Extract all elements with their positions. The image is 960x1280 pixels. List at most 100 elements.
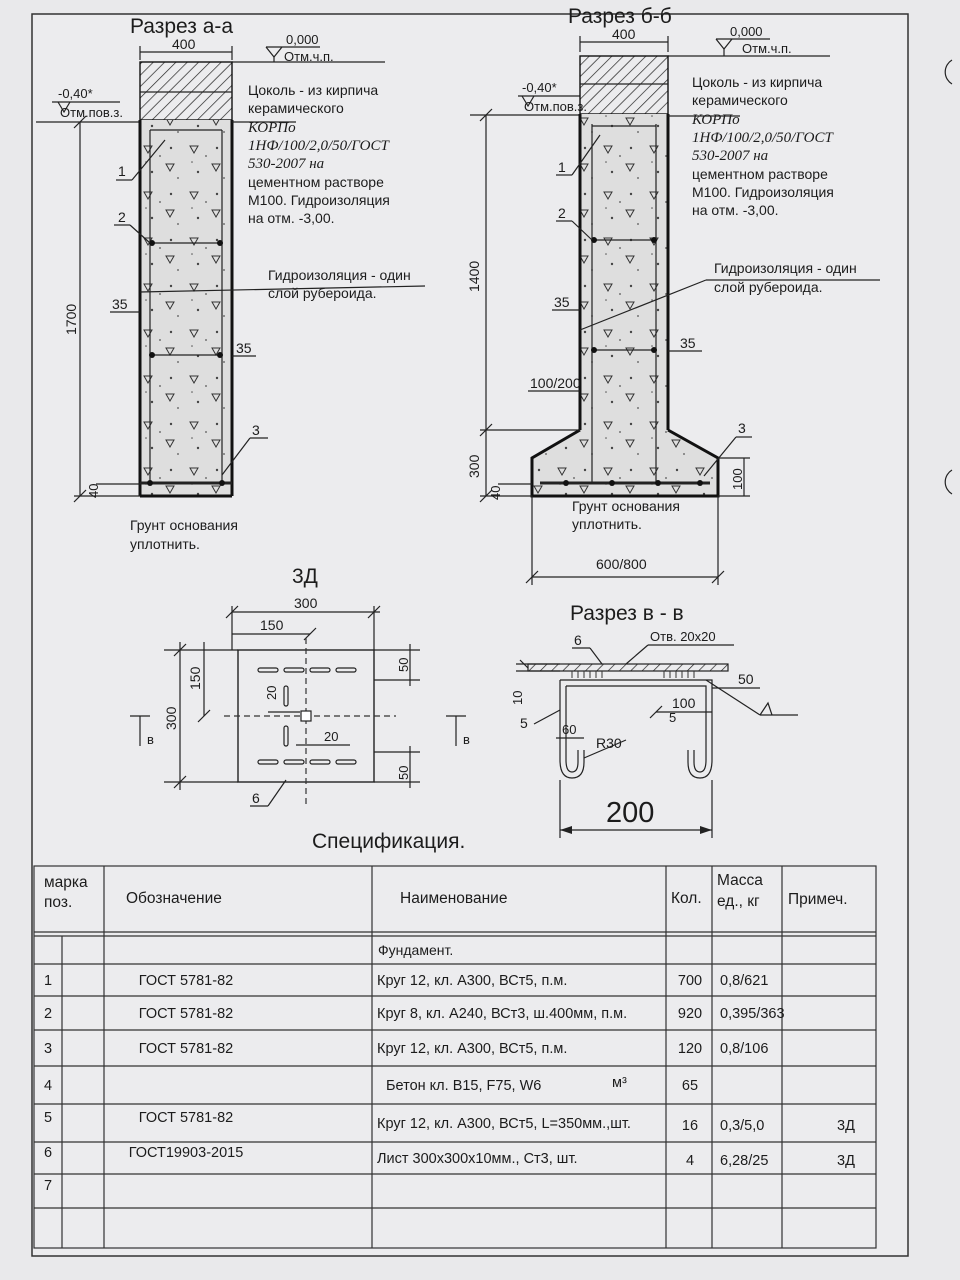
brick-plinth-a-a bbox=[139, 61, 233, 121]
mark-zero-label-a-a: Отм.ч.п. bbox=[284, 49, 334, 64]
soil-line-2-a-a: уплотнить. bbox=[130, 536, 200, 552]
cell-name: Круг 12, кл. А300, ВСт5, п.м. bbox=[377, 973, 567, 989]
concrete-wall-b-b bbox=[532, 114, 718, 496]
callout-1-a-a: 1 bbox=[118, 163, 126, 179]
mark-ground-b-b: -0,40* bbox=[522, 80, 557, 95]
tsokol-line-4-a-a: 1НФ/100/2,0/50/ГОСТ bbox=[248, 138, 390, 154]
spec-group-label: Фундамент. bbox=[378, 942, 453, 958]
cell-pos: 5 bbox=[44, 1110, 52, 1126]
dim-200-v-v: 200 bbox=[606, 797, 654, 829]
tsokol-line-7-b-b: М100. Гидроизоляция bbox=[692, 184, 834, 200]
soil-line-2-b-b: уплотнить. bbox=[572, 516, 642, 532]
header-mark-line-2: поз. bbox=[44, 894, 72, 911]
dim-150-top: 150 bbox=[260, 617, 284, 633]
dim-bottom-b-b: 40 bbox=[488, 486, 503, 500]
dim-20-horizontal: 20 bbox=[324, 729, 338, 744]
hydro-line-1-b-b: Гидроизоляция - один bbox=[714, 260, 857, 276]
callout-35-right-b-b: 35 bbox=[680, 335, 696, 351]
specification-table: марка поз. Обозначение Наименование Кол.… bbox=[33, 865, 877, 1249]
mark-ground-label-a-a: Отм.пов.з. bbox=[60, 105, 123, 120]
hole-label: Отв. 20х20 bbox=[650, 629, 716, 644]
callout-6-plate: 6 bbox=[252, 790, 260, 806]
tsokol-line-3-a-a: КОРПо bbox=[247, 120, 296, 136]
cell-qty: 920 bbox=[678, 1006, 702, 1022]
cell-designation: ГОСТ19903-2015 bbox=[129, 1145, 244, 1161]
cell-pos: 4 bbox=[44, 1078, 52, 1094]
header-mark-line-1: марка bbox=[44, 874, 88, 891]
tsokol-line-1-a-a: Цоколь - из кирпича bbox=[248, 82, 378, 98]
callout-1-b-b: 1 bbox=[558, 159, 566, 175]
mark-zero-label-b-b: Отм.ч.п. bbox=[742, 41, 792, 56]
tsokol-line-5-a-a: 530-2007 на bbox=[248, 156, 324, 172]
section-a-a: Разрез а-а 400 0,000 Отм.ч.п. -0,40* Отм… bbox=[36, 15, 426, 552]
cell-mass: 0,3/5,0 bbox=[720, 1118, 764, 1134]
dim-300-top: 300 bbox=[294, 595, 318, 611]
callout-6-v-v: 6 bbox=[574, 632, 582, 648]
dim-5-left-v-v: 5 bbox=[520, 715, 528, 731]
cell-mass: 0,395/363 bbox=[720, 1006, 785, 1022]
punch-hole-top bbox=[944, 59, 953, 85]
cell-qty: 700 bbox=[678, 973, 702, 989]
cell-pos: 1 bbox=[44, 973, 52, 989]
section-b-b-title: Разрез б-б bbox=[568, 5, 672, 28]
cell-pos: 3 bbox=[44, 1041, 52, 1057]
tsokol-line-2-a-a: керамического bbox=[248, 100, 344, 116]
dim-300-left: 300 bbox=[163, 706, 179, 730]
brick-plinth-b-b bbox=[579, 55, 669, 115]
tsokol-line-6-b-b: цементном растворе bbox=[692, 166, 828, 182]
dim-60-v-v: 60 bbox=[562, 722, 576, 737]
cell-qty: 65 bbox=[682, 1078, 698, 1094]
tsokol-line-4-b-b: 1НФ/100/2,0/50/ГОСТ bbox=[692, 130, 834, 146]
dim-height-b-b: 1400 bbox=[466, 261, 482, 292]
header-qty: Кол. bbox=[671, 890, 702, 907]
cell-note: 3Д bbox=[837, 1153, 855, 1169]
punch-hole-middle bbox=[944, 469, 953, 495]
dim-base-b-b: 600/800 bbox=[596, 556, 647, 572]
dim-150-left: 150 bbox=[187, 666, 203, 690]
tsokol-line-1-b-b: Цоколь - из кирпича bbox=[692, 74, 822, 90]
tsokol-line-5-b-b: 530-2007 на bbox=[692, 148, 768, 164]
tsokol-line-2-b-b: керамического bbox=[692, 92, 788, 108]
section-v-v: Разрез в - в 6 Отв. 20х20 50 10 5 100 5 … bbox=[510, 602, 798, 838]
cell-pos: 2 bbox=[44, 1006, 52, 1022]
cell-pos: 6 bbox=[44, 1145, 52, 1161]
dim-width-a-a: 400 bbox=[172, 36, 196, 52]
cell-name: Круг 12, кл. А300, ВСт5, п.м. bbox=[377, 1041, 567, 1057]
callout-3-b-b: 3 bbox=[738, 420, 746, 436]
tsokol-line-6-a-a: цементном растворе bbox=[248, 174, 384, 190]
dim-50-v-v: 50 bbox=[738, 671, 754, 687]
cell-name: Круг 8, кл. А240, ВСт3, ш.400мм, п.м. bbox=[377, 1006, 627, 1022]
header-designation: Обозначение bbox=[126, 890, 222, 907]
header-mass-line-2: ед., кг bbox=[717, 893, 760, 910]
spec-title: Спецификация. bbox=[312, 830, 465, 853]
cell-name: Бетон кл. В15, F75, W6 bbox=[386, 1078, 541, 1094]
dim-50-top: 50 bbox=[396, 658, 411, 672]
cell-note: 3Д bbox=[837, 1118, 855, 1134]
plate-3d-title: 3Д bbox=[292, 565, 318, 588]
plate-hole bbox=[300, 710, 312, 722]
plate-section bbox=[527, 663, 729, 672]
callout-35-left-b-b: 35 bbox=[554, 294, 570, 310]
tsokol-line-7-a-a: М100. Гидроизоляция bbox=[248, 192, 390, 208]
dim-width-b-b: 400 bbox=[612, 26, 636, 42]
cell-name: Лист 300х300х10мм., Ст3, шт. bbox=[377, 1151, 578, 1167]
dim-10-v-v: 10 bbox=[510, 691, 525, 705]
spacing-b-b: 100/200 bbox=[530, 375, 581, 391]
dim-side-b-b: 100 bbox=[730, 468, 745, 490]
section-b-b: Разрез б-б 400 0,000 Отм.ч.п. -0,40* Отм… bbox=[466, 5, 880, 585]
dim-foot-b-b: 300 bbox=[466, 454, 482, 478]
dim-100-v-v: 100 bbox=[672, 695, 696, 711]
callout-35-right-a-a: 35 bbox=[236, 340, 252, 356]
cell-qty: 16 bbox=[682, 1118, 698, 1134]
dim-height-a-a: 1700 bbox=[63, 304, 79, 335]
tsokol-line-3-b-b: КОРПо bbox=[691, 112, 740, 128]
cell-designation: ГОСТ 5781-82 bbox=[139, 1006, 233, 1022]
dim-20-vertical: 20 bbox=[264, 686, 279, 700]
cell-name: Круг 12, кл. А300, ВСт5, L=350мм.,шт. bbox=[377, 1116, 631, 1132]
cut-mark-right: в bbox=[463, 732, 470, 747]
mark-zero-a-a: 0,000 bbox=[286, 32, 319, 47]
dim-bottom-a-a: 40 bbox=[86, 484, 101, 498]
cut-mark-left: в bbox=[147, 732, 154, 747]
